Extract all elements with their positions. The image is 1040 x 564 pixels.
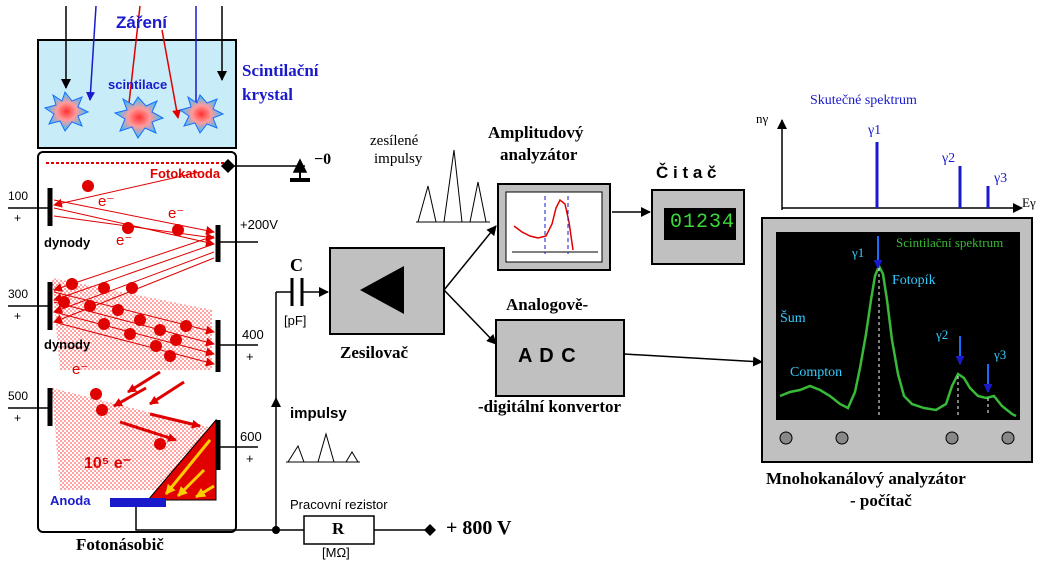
e-gamma-axis-label: Eγ xyxy=(1022,195,1036,210)
junction-node xyxy=(272,526,280,534)
noise-label: Šum xyxy=(780,311,806,326)
photocathode-ground xyxy=(220,158,310,182)
n-gamma-axis-label: nγ xyxy=(756,111,769,126)
analyzer-plot xyxy=(512,196,598,254)
counter-label: Č i t a č xyxy=(656,163,717,182)
adc-label-line2: -digitální konvertor xyxy=(478,397,622,416)
anode-label: Anoda xyxy=(50,493,91,508)
amplified-pulses-label-1: zesílené xyxy=(370,133,419,149)
gamma2-label: γ2 xyxy=(942,151,956,166)
scintillation-flashes xyxy=(43,90,225,139)
electron-label-4: e⁻ xyxy=(72,361,89,378)
scintillation-label: scintilace xyxy=(108,77,168,92)
voltage-600: 600 xyxy=(240,429,262,444)
amplified-pulses-label-2: impulsy xyxy=(374,151,423,167)
capacitor-unit: [pF] xyxy=(284,313,307,328)
resistor-label: R xyxy=(332,519,345,538)
counter-display: 01234 xyxy=(670,211,736,234)
radiation-rays xyxy=(61,5,227,119)
radiation-label: Záření xyxy=(116,13,168,32)
mca-monitor xyxy=(761,217,1033,463)
electrons xyxy=(58,180,192,450)
gamma3-label: γ3 xyxy=(994,171,1008,186)
photomultiplier-tube xyxy=(37,151,237,533)
resistor-box xyxy=(303,515,375,545)
adc-label-line1: Analogově- xyxy=(506,295,589,314)
electron-label-3: e⁻ xyxy=(116,232,133,249)
voltage-400: 400 xyxy=(242,327,264,342)
photomultiplier-label: Fotonásobič xyxy=(76,535,164,554)
photocathode-label: Fotokatoda xyxy=(150,166,221,181)
plus-sign-600: + xyxy=(246,451,254,466)
ground-voltage-label: −0 xyxy=(314,151,332,168)
voltage-500: 500 xyxy=(8,389,29,403)
resistor-unit: [MΩ] xyxy=(322,545,350,560)
dynodes-label-2: dynody xyxy=(44,337,91,352)
pulses-label: impulsy xyxy=(290,405,347,422)
plus-sign-400: + xyxy=(246,349,254,364)
voltage-200: +200V xyxy=(240,217,278,232)
scint-gamma3-label: γ3 xyxy=(994,347,1007,362)
scintillation-spectrum-label: Scintilační spektrum xyxy=(896,235,1004,250)
amplitude-analyzer-label-2: analyzátor xyxy=(500,145,578,164)
adc-box xyxy=(495,319,625,397)
small-pulses xyxy=(286,432,360,463)
cascade-arrows xyxy=(113,370,201,442)
scint-gamma1-label: γ1 xyxy=(852,245,865,260)
dynode-terminals xyxy=(8,207,258,448)
adc-box-label: A D C xyxy=(518,345,577,367)
mca-label-line1: Mnohokanálový analyzátor xyxy=(766,469,966,488)
working-resistor-label: Pracovní rezistor xyxy=(290,497,388,512)
compton-label: Compton xyxy=(790,365,843,380)
crystal-label-line2: krystal xyxy=(242,85,293,104)
crystal-label-line1: Scintilační xyxy=(242,61,319,80)
photopeak-label: Fotopík xyxy=(892,273,936,288)
amplifier-label: Zesilovač xyxy=(340,343,408,362)
amplified-pulses xyxy=(416,149,490,223)
electron-label-2: e⁻ xyxy=(168,205,185,222)
capacitor-label: C xyxy=(290,255,303,275)
amplifier-symbol xyxy=(360,266,404,314)
plus-sign-500: + xyxy=(14,411,22,425)
mca-label-line2: - počítač xyxy=(850,491,912,510)
scint-gamma2-label: γ2 xyxy=(936,327,949,342)
anode-bar xyxy=(110,498,166,507)
voltage-100: 100 xyxy=(8,189,29,203)
dynodes xyxy=(47,188,221,470)
electron-label-1: e⁻ xyxy=(98,193,115,210)
real-spectrum xyxy=(777,119,1023,213)
gamma1-label: γ1 xyxy=(868,123,882,138)
amplitude-analyzer-label-1: Amplitudový xyxy=(488,123,584,142)
voltage-300: 300 xyxy=(8,287,29,301)
supply-voltage-label: + 800 V xyxy=(446,517,512,539)
supply-terminal xyxy=(424,524,436,536)
plus-sign-300: + xyxy=(14,309,22,323)
dynodes-label-1: dynody xyxy=(44,235,91,250)
real-spectrum-label: Skutečné spektrum xyxy=(810,93,917,108)
plus-sign-100: + xyxy=(14,211,22,225)
electron-count-label: 10⁵ e⁻ xyxy=(84,455,132,472)
signal-wiring xyxy=(135,207,763,531)
